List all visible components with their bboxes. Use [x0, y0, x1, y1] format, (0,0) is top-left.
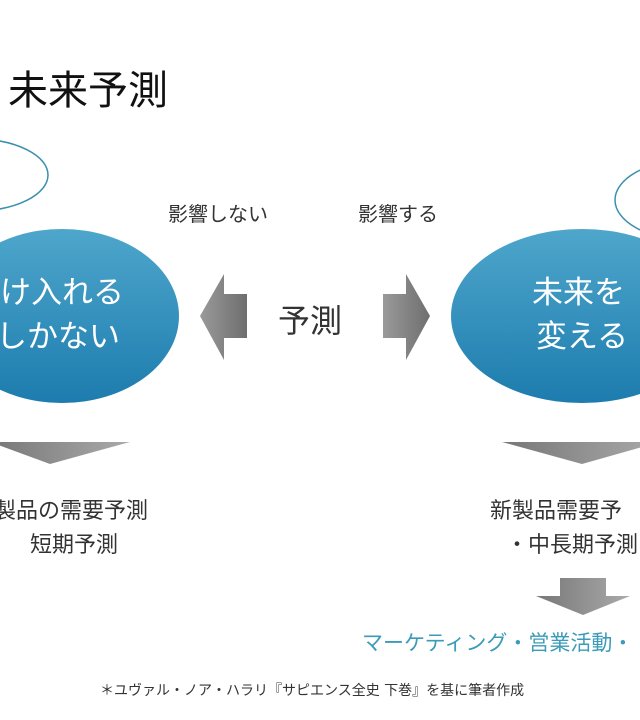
arrow-down-right-icon	[502, 442, 640, 464]
arrow-down-left-icon	[0, 442, 130, 464]
left-result-line2: 短期予測	[30, 533, 119, 558]
arrow-right-icon	[383, 274, 430, 360]
right-result-line2: ・中長期予測	[506, 533, 639, 558]
right-bubble	[451, 229, 640, 403]
left-bubble-line1: け入れる	[0, 275, 124, 311]
center-label: 予測	[278, 302, 343, 340]
left-bubble-line2: しかない	[0, 319, 120, 355]
right-result-line1: 新製品需要予	[490, 499, 623, 524]
arrow-down-small-icon	[536, 578, 630, 615]
page-title: 未来予測	[8, 68, 168, 114]
footnote: ＊ユヴァル・ノア・ハラリ『サピエンス全史 下巻』を基に筆者作成	[100, 683, 525, 699]
left-bubble	[0, 229, 179, 403]
left-result-line1: 製品の需要予測	[0, 499, 149, 524]
right-outcome: マーケティング・営業活動・	[362, 631, 634, 655]
outline-ellipse-left	[0, 140, 49, 210]
right-bubble-line1: 未来を	[532, 275, 625, 311]
label-no-influence: 影響しない	[168, 202, 268, 226]
label-influence: 影響する	[358, 202, 438, 226]
outline-ellipse-right	[614, 169, 640, 231]
right-bubble-line2: 変える	[536, 319, 629, 355]
arrow-left-icon	[200, 274, 247, 360]
